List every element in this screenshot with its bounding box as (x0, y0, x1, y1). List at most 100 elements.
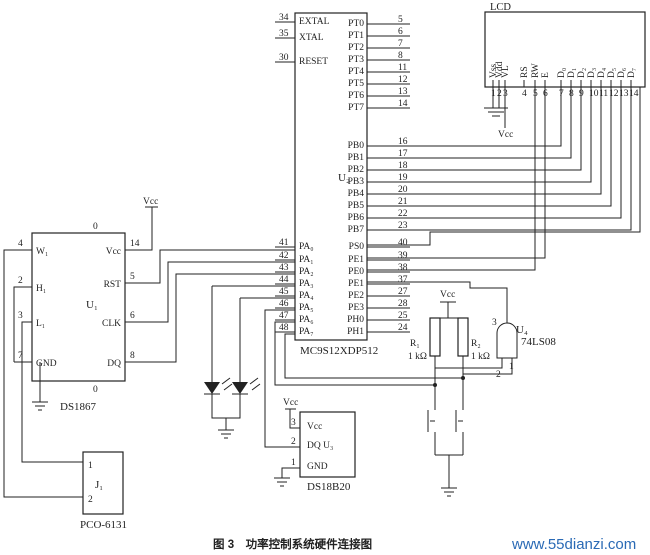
lcd-vcc-label: Vcc (498, 130, 513, 140)
mcu-right-pin-number: 39 (398, 251, 408, 261)
mcu-left-pin-label: RESET (299, 57, 328, 67)
mcu-left-pin-label: PA₀ (299, 242, 314, 252)
mcu-right-pin-label: PB3 (348, 177, 365, 187)
res-vcc-wire (435, 301, 463, 319)
wire-w1-pco2 (3, 249, 83, 498)
wire-l1-pco1 (21, 321, 83, 463)
mcu-right-pin-label: PE3 (348, 303, 364, 313)
lcd-pins: Vss1Vdd2VL3RS4RW5E6D₀7D₁8D₂9D₃10D₄11D₅12… (410, 61, 639, 231)
mcu-left-pin-number: 34 (279, 13, 289, 23)
mcu-right-pin-label: PE1 (348, 279, 364, 289)
mcu-right-pin-label: PT5 (348, 79, 364, 89)
ds1867-right-pin-number: 6 (130, 311, 135, 321)
ds18b20-dq-pin: DQ U₃ (307, 441, 333, 451)
lcd-pin-number: 11 (599, 89, 608, 99)
lcd-pin-label: D₄ (597, 68, 607, 78)
r1-ref: R₁ (410, 339, 420, 349)
lcd-pin-label: E (541, 72, 551, 78)
mcu-left-pin-number: 42 (279, 251, 289, 261)
gate-pin2: 2 (496, 370, 501, 380)
wire-pe1-rs (367, 87, 546, 259)
wire-pb-to-lcd-d (410, 87, 632, 231)
mcu-right-pin-number: 24 (398, 323, 408, 333)
mcu-left-pin-label: PA₄ (299, 291, 314, 301)
wire-pe0-e (367, 87, 536, 271)
lcd-pin-label: D₆ (617, 68, 627, 78)
lcd-pin-label: D₅ (607, 68, 617, 78)
mcu-right-pin-number: 22 (398, 209, 408, 219)
lcd-pin-label: RW (531, 63, 541, 78)
watermark: www.55dianzi.com (511, 536, 636, 553)
ds1867-top-pin: 0 (93, 222, 98, 232)
wire-rst-pa0 (125, 249, 295, 284)
wire-h1 (13, 286, 32, 362)
resistor-r1 (429, 317, 441, 357)
ds1867-right-pin-number: 5 (130, 272, 135, 282)
mcu-right-pin-number: 37 (398, 275, 408, 285)
led-group (204, 285, 295, 439)
mcu-left-pin-number: 30 (279, 53, 289, 63)
wire-dq-pa5 (264, 309, 300, 448)
mcu-name: MC9S12XDP512 (300, 345, 378, 357)
mcu-right-pin-number: 20 (398, 185, 408, 195)
mcu-right-pin-label: PB1 (348, 153, 365, 163)
pco-pin1: 1 (88, 461, 93, 471)
led2-icon (232, 382, 248, 394)
mcu-left-pin-number: 47 (279, 311, 289, 321)
input-circuit: Vcc R₁ 1 kΩ R₂ 1 kΩ U₄ 74LS08 3 1 2 (367, 281, 556, 497)
lcd-pin-label: Vss (489, 63, 499, 78)
ds18b20-vcc-pin: Vcc (307, 422, 322, 432)
figure-caption: 图 3 功率控制系统硬件连接图 (213, 537, 372, 551)
ds1867-left-pin-label: L₁ (36, 319, 45, 329)
wire-pb-to-lcd-d (410, 87, 582, 171)
ds18b20-gnd-pin: GND (307, 462, 328, 472)
gate-pin3: 3 (492, 318, 497, 328)
mcu-right-pin-number: 5 (398, 15, 403, 25)
junction-a (433, 383, 437, 387)
mcu-right-pin-label: PB2 (348, 165, 365, 175)
mcu-left-pin-label: PA₁ (299, 255, 314, 265)
mcu-left-pin-label: PA₅ (299, 303, 314, 313)
mcu-right-pin-number: 14 (398, 99, 408, 109)
mcu-left-pin-number: 46 (279, 299, 289, 309)
mcu-right-pin-number: 28 (398, 299, 408, 309)
lcd-pin-label: D₃ (587, 68, 597, 78)
mcu-right-pin-number: 7 (398, 39, 403, 49)
pco-body (82, 451, 124, 515)
res-vcc-label: Vcc (440, 290, 455, 300)
lcd-pin-number: 14 (629, 89, 639, 99)
mcu-right-pin-number: 8 (398, 51, 403, 61)
wire-clk-pa1 (125, 261, 295, 323)
lcd-title: LCD (490, 2, 511, 13)
switch-contacts (427, 410, 463, 432)
mcu-right-pin-number: 6 (398, 27, 403, 37)
wire-pa6 (274, 321, 435, 386)
ds18b20-body (299, 411, 356, 478)
mcu-right-pin-number: 38 (398, 263, 408, 273)
mcu-right-pin-label: PT3 (348, 55, 364, 65)
lcd-pin-number: 13 (619, 89, 629, 99)
ds1867-right-pin-number: 8 (130, 351, 135, 361)
lcd-pin-label: D₂ (577, 68, 587, 78)
lcd-pin-label: Vdd (495, 61, 505, 78)
lcd-ground-symbol (484, 107, 508, 117)
ds18b20-ground-symbol (274, 467, 300, 487)
mcu-left-pin-label: PA₃ (299, 279, 314, 289)
ds1867-left-pin-number: 4 (18, 239, 23, 249)
ds1867-left-pin-label: GND (36, 359, 57, 369)
lcd-module: LCD Vss1Vdd2VL3RS4RW5E6D₀7D₁8D₂9D₃10D₄11… (410, 2, 646, 231)
and-gate-icon (496, 322, 518, 359)
wire-gate-inputs (435, 358, 513, 375)
lcd-pin-label: RS (520, 66, 530, 78)
mcu-right-pin-label: PH1 (347, 327, 364, 337)
lcd-pin-number: 8 (569, 89, 574, 99)
ds18b20-pin2: 2 (291, 437, 296, 447)
mcu-left-pin-number: 35 (279, 29, 289, 39)
mcu-right-pin-label: PE1 (348, 255, 364, 265)
ds1867-left-pin-label: H₁ (36, 284, 46, 294)
mcu-right-pin-number: 25 (398, 311, 408, 321)
